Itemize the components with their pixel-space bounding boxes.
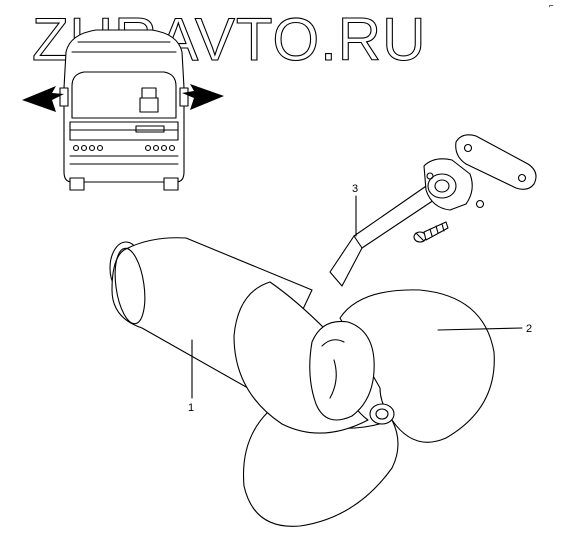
leader-2: [437, 327, 523, 331]
fixing-screw: [413, 221, 449, 243]
callout-2: 2: [526, 323, 532, 335]
callout-1: 1: [188, 402, 194, 414]
corner-mark: ⌐: [549, 1, 554, 10]
pointer-arrow-left: [22, 86, 64, 112]
callout-3: 3: [352, 183, 358, 195]
bus-front-locator-icon: [59, 29, 189, 191]
pointer-arrow-right: [182, 84, 224, 110]
headlamp-left: [72, 144, 104, 152]
headlamp-right: [144, 144, 176, 152]
mounting-bracket: [329, 134, 537, 287]
horn-bell: [233, 281, 495, 527]
